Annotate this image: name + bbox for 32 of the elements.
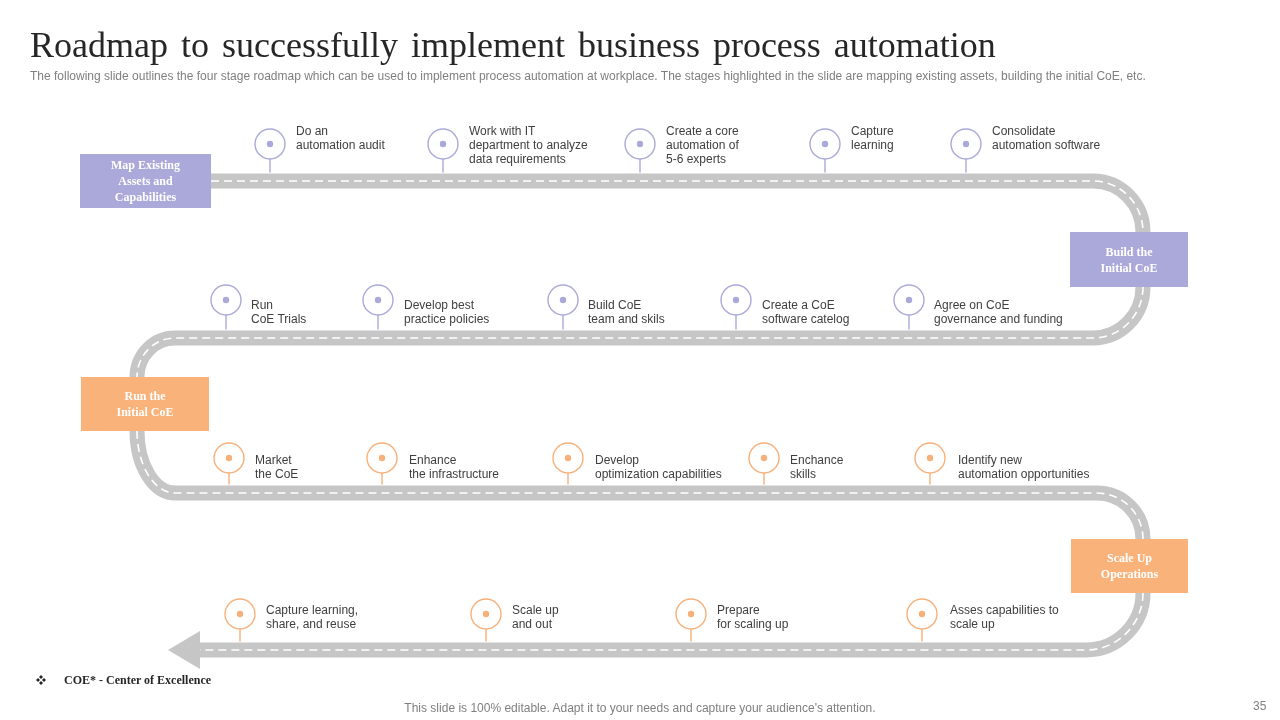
milestone-text: Do an automation audit: [296, 124, 385, 152]
milestone-text: Scale up and out: [512, 603, 559, 631]
subtitle: The following slide outlines the four stage roadmap which can be used to implement process automation at workplace. The stages highlighted in the slide are mapping existing assets, building the initial CoE, etc.: [30, 69, 1146, 83]
road: [129, 430, 1151, 540]
road: [210, 173, 1151, 233]
footnote: COE* - Center of Excellence: [64, 673, 212, 687]
milestone-text: Develop best practice policies: [404, 298, 490, 326]
road: [168, 592, 1151, 669]
milestone-text: Work with IT department to analyze data requirements: [469, 124, 588, 166]
milestone-text: Create a core automation of 5-6 experts: [666, 124, 739, 166]
milestone-text: Capture learning, share, and reuse: [266, 603, 359, 631]
page-number: 35: [1253, 699, 1267, 713]
milestone-text: Build CoE team and skils: [588, 298, 665, 326]
milestone-text: Agree on CoE governance and funding: [934, 298, 1063, 326]
milestone-text: Prepare for scaling up: [717, 603, 789, 631]
milestone-text: Develop optimization capabilities: [595, 453, 722, 481]
milestone-text: Identify new automation opportunities: [958, 453, 1090, 481]
stage-box: Map Existing Assets and Capabilities: [80, 154, 211, 208]
milestone-text: Enchance skills: [790, 453, 844, 481]
stage-box: Run the Initial CoE: [81, 377, 209, 431]
stage-box: Scale Up Operations: [1071, 539, 1188, 593]
milestone-text: Asses capabilities to scale up: [950, 603, 1059, 631]
milestone-text: Create a CoE software catelog: [762, 298, 850, 326]
milestone-text: Market the CoE: [255, 453, 299, 481]
milestone-text: Run CoE Trials: [251, 298, 307, 326]
milestone-text: Consolidate automation software: [992, 124, 1101, 152]
road: [129, 286, 1151, 379]
slide-title: Roadmap to successfully implement business process automation: [30, 24, 996, 66]
milestone-text: Enhance the infrastructure: [409, 453, 500, 481]
milestone-text: Capture learning: [851, 124, 894, 152]
footer-note: This slide is 100% editable. Adapt it to your needs and capture your audience's attention.: [404, 701, 876, 715]
stage-box: Build the Initial CoE: [1070, 232, 1188, 287]
